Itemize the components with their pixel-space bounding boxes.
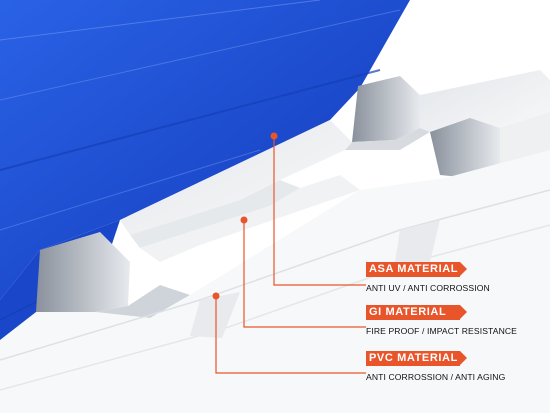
pvc-leader-line	[215, 296, 366, 374]
asa-label: ASA MATERIAL ANTI UV / ANTI CORROSSION	[366, 262, 550, 293]
asa-callout-dot	[270, 132, 278, 140]
gi-property-text: FIRE PROOF / IMPACT RESISTANCE	[366, 326, 518, 336]
gi-label: GI MATERIAL FIRE PROOF / IMPACT RESISTAN…	[366, 305, 550, 336]
pvc-label: PVC MATERIAL ANTI CORROSSION / ANTI AGIN…	[366, 351, 550, 382]
pvc-layer	[0, 150, 550, 413]
gi-material-tag: GI MATERIAL	[366, 305, 467, 320]
pvc-callout-dot	[212, 292, 220, 300]
asa-leader-line	[273, 136, 366, 286]
gi-layer	[36, 70, 550, 318]
gi-callout-dot	[240, 216, 248, 224]
pvc-property-text: ANTI CORROSSION / ANTI AGING	[366, 372, 506, 382]
asa-property-text: ANTI UV / ANTI CORROSSION	[366, 283, 490, 293]
pvc-material-tag: PVC MATERIAL	[366, 351, 467, 366]
asa-material-tag: ASA MATERIAL	[366, 262, 467, 277]
gi-leader-line	[243, 220, 366, 328]
leader-lines	[215, 136, 366, 374]
